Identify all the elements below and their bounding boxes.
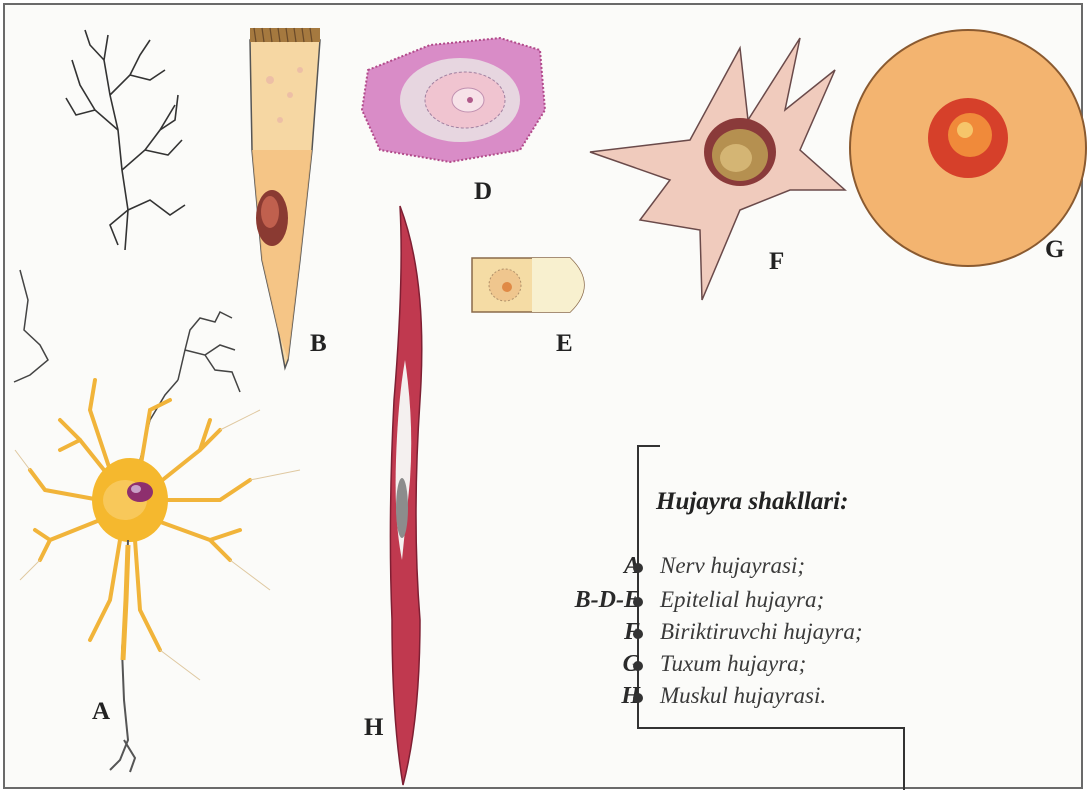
- legend-bullet: [633, 693, 643, 703]
- legend-item: G: [510, 651, 640, 679]
- label-E: E: [556, 330, 573, 358]
- legend-bullet: [633, 661, 643, 671]
- connective-tissue-cell-illustration: [590, 38, 845, 300]
- egg-cell-illustration: [850, 30, 1086, 266]
- label-F: F: [769, 248, 784, 276]
- label-A: A: [92, 698, 110, 726]
- columnar-epithelial-cell-illustration: [250, 28, 320, 368]
- dendrite-tree-illustration: [66, 30, 185, 250]
- legend-item: A: [510, 553, 640, 581]
- ciliated-epithelial-cell-illustration: [362, 38, 545, 162]
- legend-bullet: [633, 563, 643, 573]
- label-G: G: [1045, 236, 1064, 264]
- legend-item: B-D-E: [510, 587, 640, 615]
- legend-key: H: [520, 683, 640, 710]
- legend-text: Epitelial hujayra;: [660, 587, 824, 613]
- neuron-cell-illustration: [15, 312, 300, 772]
- label-B: B: [310, 330, 327, 358]
- small-epithelial-cell-illustration: [472, 258, 584, 312]
- legend-key: G: [520, 651, 640, 678]
- legend-text: Biriktiruvchi hujayra;: [660, 619, 863, 645]
- legend-bullet: [633, 597, 643, 607]
- legend-bullet: [633, 629, 643, 639]
- legend-key: F: [520, 619, 640, 646]
- legend-key: A: [520, 553, 640, 580]
- label-D: D: [474, 178, 492, 206]
- label-H: H: [364, 714, 383, 742]
- legend-key: B-D-E: [520, 587, 640, 614]
- legend-title: Hujayra shakllari:: [656, 488, 848, 516]
- legend-item: H: [510, 683, 640, 711]
- legend-item: F: [510, 619, 640, 647]
- legend-text: Tuxum hujayra;: [660, 651, 806, 677]
- legend-text: Nerv hujayrasi;: [660, 553, 805, 579]
- nerve-fiber-illustration: [14, 270, 48, 382]
- muscle-cell-illustration: [390, 206, 421, 785]
- legend-text: Muskul hujayrasi.: [660, 683, 826, 709]
